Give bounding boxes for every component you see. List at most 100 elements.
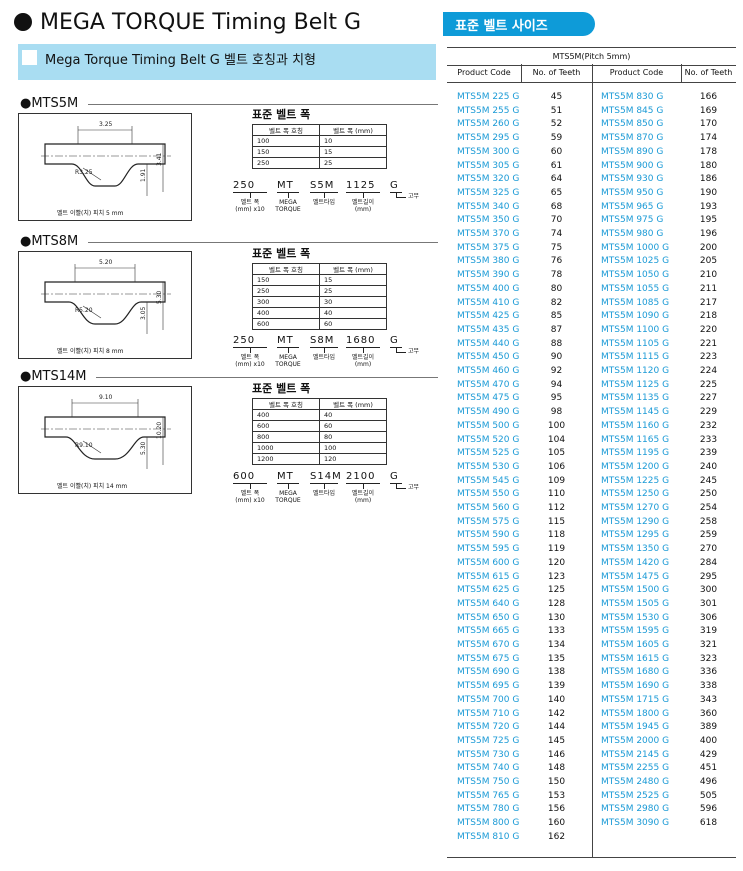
teeth-count: 105 xyxy=(547,448,566,459)
divider xyxy=(681,64,682,82)
teeth-count: 306 xyxy=(699,612,718,623)
product-code: MTS5M 550 G xyxy=(457,489,520,500)
teeth-count: 95 xyxy=(550,393,563,404)
code-tick xyxy=(396,483,397,489)
width-cell: 800 xyxy=(252,431,320,443)
teeth-count: 100 xyxy=(547,420,566,431)
product-code: MTS5M 1295 G xyxy=(601,530,670,541)
product-code: MTS5M 1055 G xyxy=(601,283,670,294)
product-code: MTS5M 575 G xyxy=(457,516,520,527)
code-tick xyxy=(324,192,325,198)
product-code: MTS5M 400 G xyxy=(457,283,520,294)
product-code: MTS5M 710 G xyxy=(457,708,520,719)
width-cell: 15 xyxy=(319,274,387,286)
product-code: MTS5M 690 G xyxy=(457,667,520,678)
product-code: MTS5M 930 G xyxy=(601,174,664,185)
teeth-count: 186 xyxy=(699,174,718,185)
code-part-g: G xyxy=(390,180,399,191)
dimension-label: 5.20 xyxy=(99,259,113,266)
teeth-count: 218 xyxy=(699,311,718,322)
code-label-mega: MEGA TORQUE xyxy=(275,490,301,504)
width-cell: 120 xyxy=(319,453,387,465)
product-code: MTS5M 1025 G xyxy=(601,256,670,267)
product-code: MTS5M 475 G xyxy=(457,393,520,404)
width-cell: 250 xyxy=(252,157,320,169)
teeth-count: 174 xyxy=(699,133,718,144)
product-code: MTS5M 460 G xyxy=(457,366,520,376)
product-code: MTS5M 1195 G xyxy=(601,448,670,459)
product-code: MTS5M 2980 G xyxy=(601,804,670,815)
divider xyxy=(592,64,593,857)
product-code: MTS5M 2480 G xyxy=(601,777,670,787)
dimension-label: 1.91 xyxy=(140,168,147,182)
teeth-count: 118 xyxy=(547,530,566,541)
product-code: MTS5M 890 G xyxy=(601,146,664,157)
teeth-count: 109 xyxy=(547,475,566,486)
teeth-count: 224 xyxy=(699,366,718,376)
code-tick xyxy=(396,347,397,353)
teeth-count: 166 xyxy=(699,92,718,102)
product-code: MTS5M 850 G xyxy=(601,119,664,130)
size-panel-heading: 표준 벨트 사이즈 xyxy=(443,12,595,36)
product-code: MTS5M 1085 G xyxy=(601,297,670,308)
radius-leader xyxy=(82,167,102,181)
product-code: MTS5M 665 G xyxy=(457,626,520,637)
teeth-count: 64 xyxy=(550,174,563,185)
teeth-count: 220 xyxy=(699,324,718,335)
code-label-g: 고무 xyxy=(408,484,420,491)
teeth-count: 196 xyxy=(699,229,718,239)
width-cell: 600 xyxy=(252,420,320,432)
code-label-type: 벨트타입 xyxy=(312,490,336,497)
teeth-count: 140 xyxy=(547,694,566,705)
teeth-count: 88 xyxy=(550,338,563,349)
width-cell: 150 xyxy=(252,146,320,158)
teeth-count: 321 xyxy=(699,640,718,650)
teeth-count: 169 xyxy=(699,105,718,116)
product-code: MTS5M 870 G xyxy=(601,133,664,144)
teeth-count: 80 xyxy=(550,283,563,294)
section-title: ●MTS5M xyxy=(20,96,79,111)
product-code: MTS5M 525 G xyxy=(457,448,520,459)
teeth-count: 87 xyxy=(550,324,563,335)
width-cell: 15 xyxy=(319,146,387,158)
subtitle-bar: Mega Torque Timing Belt G 벨트 호칭과 치형 xyxy=(18,44,436,80)
code-label-width: 벨트 폭 (mm) x10 xyxy=(235,490,265,504)
teeth-count: 148 xyxy=(547,763,566,774)
teeth-count: 239 xyxy=(699,448,718,459)
product-code: MTS5M 900 G xyxy=(601,160,664,171)
teeth-count: 145 xyxy=(547,735,566,746)
width-table-title: 표준 벨트 폭 xyxy=(252,247,311,260)
dimension-label: 5.30 xyxy=(140,441,147,455)
dimension-label: 10.20 xyxy=(156,422,163,439)
product-code: MTS5M 2145 G xyxy=(601,749,670,760)
product-code: MTS5M 765 G xyxy=(457,790,520,801)
product-code: MTS5M 650 G xyxy=(457,612,520,623)
product-code: MTS5M 720 G xyxy=(457,722,520,733)
teeth-count: 389 xyxy=(699,722,718,733)
product-code: MTS5M 305 G xyxy=(457,160,520,171)
code-label-g: 고무 xyxy=(408,348,420,355)
teeth-count: 505 xyxy=(699,790,718,801)
teeth-count: 336 xyxy=(699,667,718,678)
teeth-count: 211 xyxy=(699,283,718,294)
width-table-header: 벨트 폭 (mm) xyxy=(319,124,387,136)
product-code: MTS5M 750 G xyxy=(457,777,520,787)
tooth-outline xyxy=(44,281,166,325)
teeth-count: 229 xyxy=(699,407,718,418)
tooth-outline xyxy=(44,416,166,460)
width-cell: 40 xyxy=(319,409,387,421)
code-tick xyxy=(288,483,289,489)
product-code: MTS5M 625 G xyxy=(457,585,520,596)
product-code: MTS5M 320 G xyxy=(457,174,520,185)
teeth-count: 223 xyxy=(699,352,718,363)
code-label-type: 벨트타입 xyxy=(312,199,336,206)
product-code: MTS5M 370 G xyxy=(457,229,520,239)
